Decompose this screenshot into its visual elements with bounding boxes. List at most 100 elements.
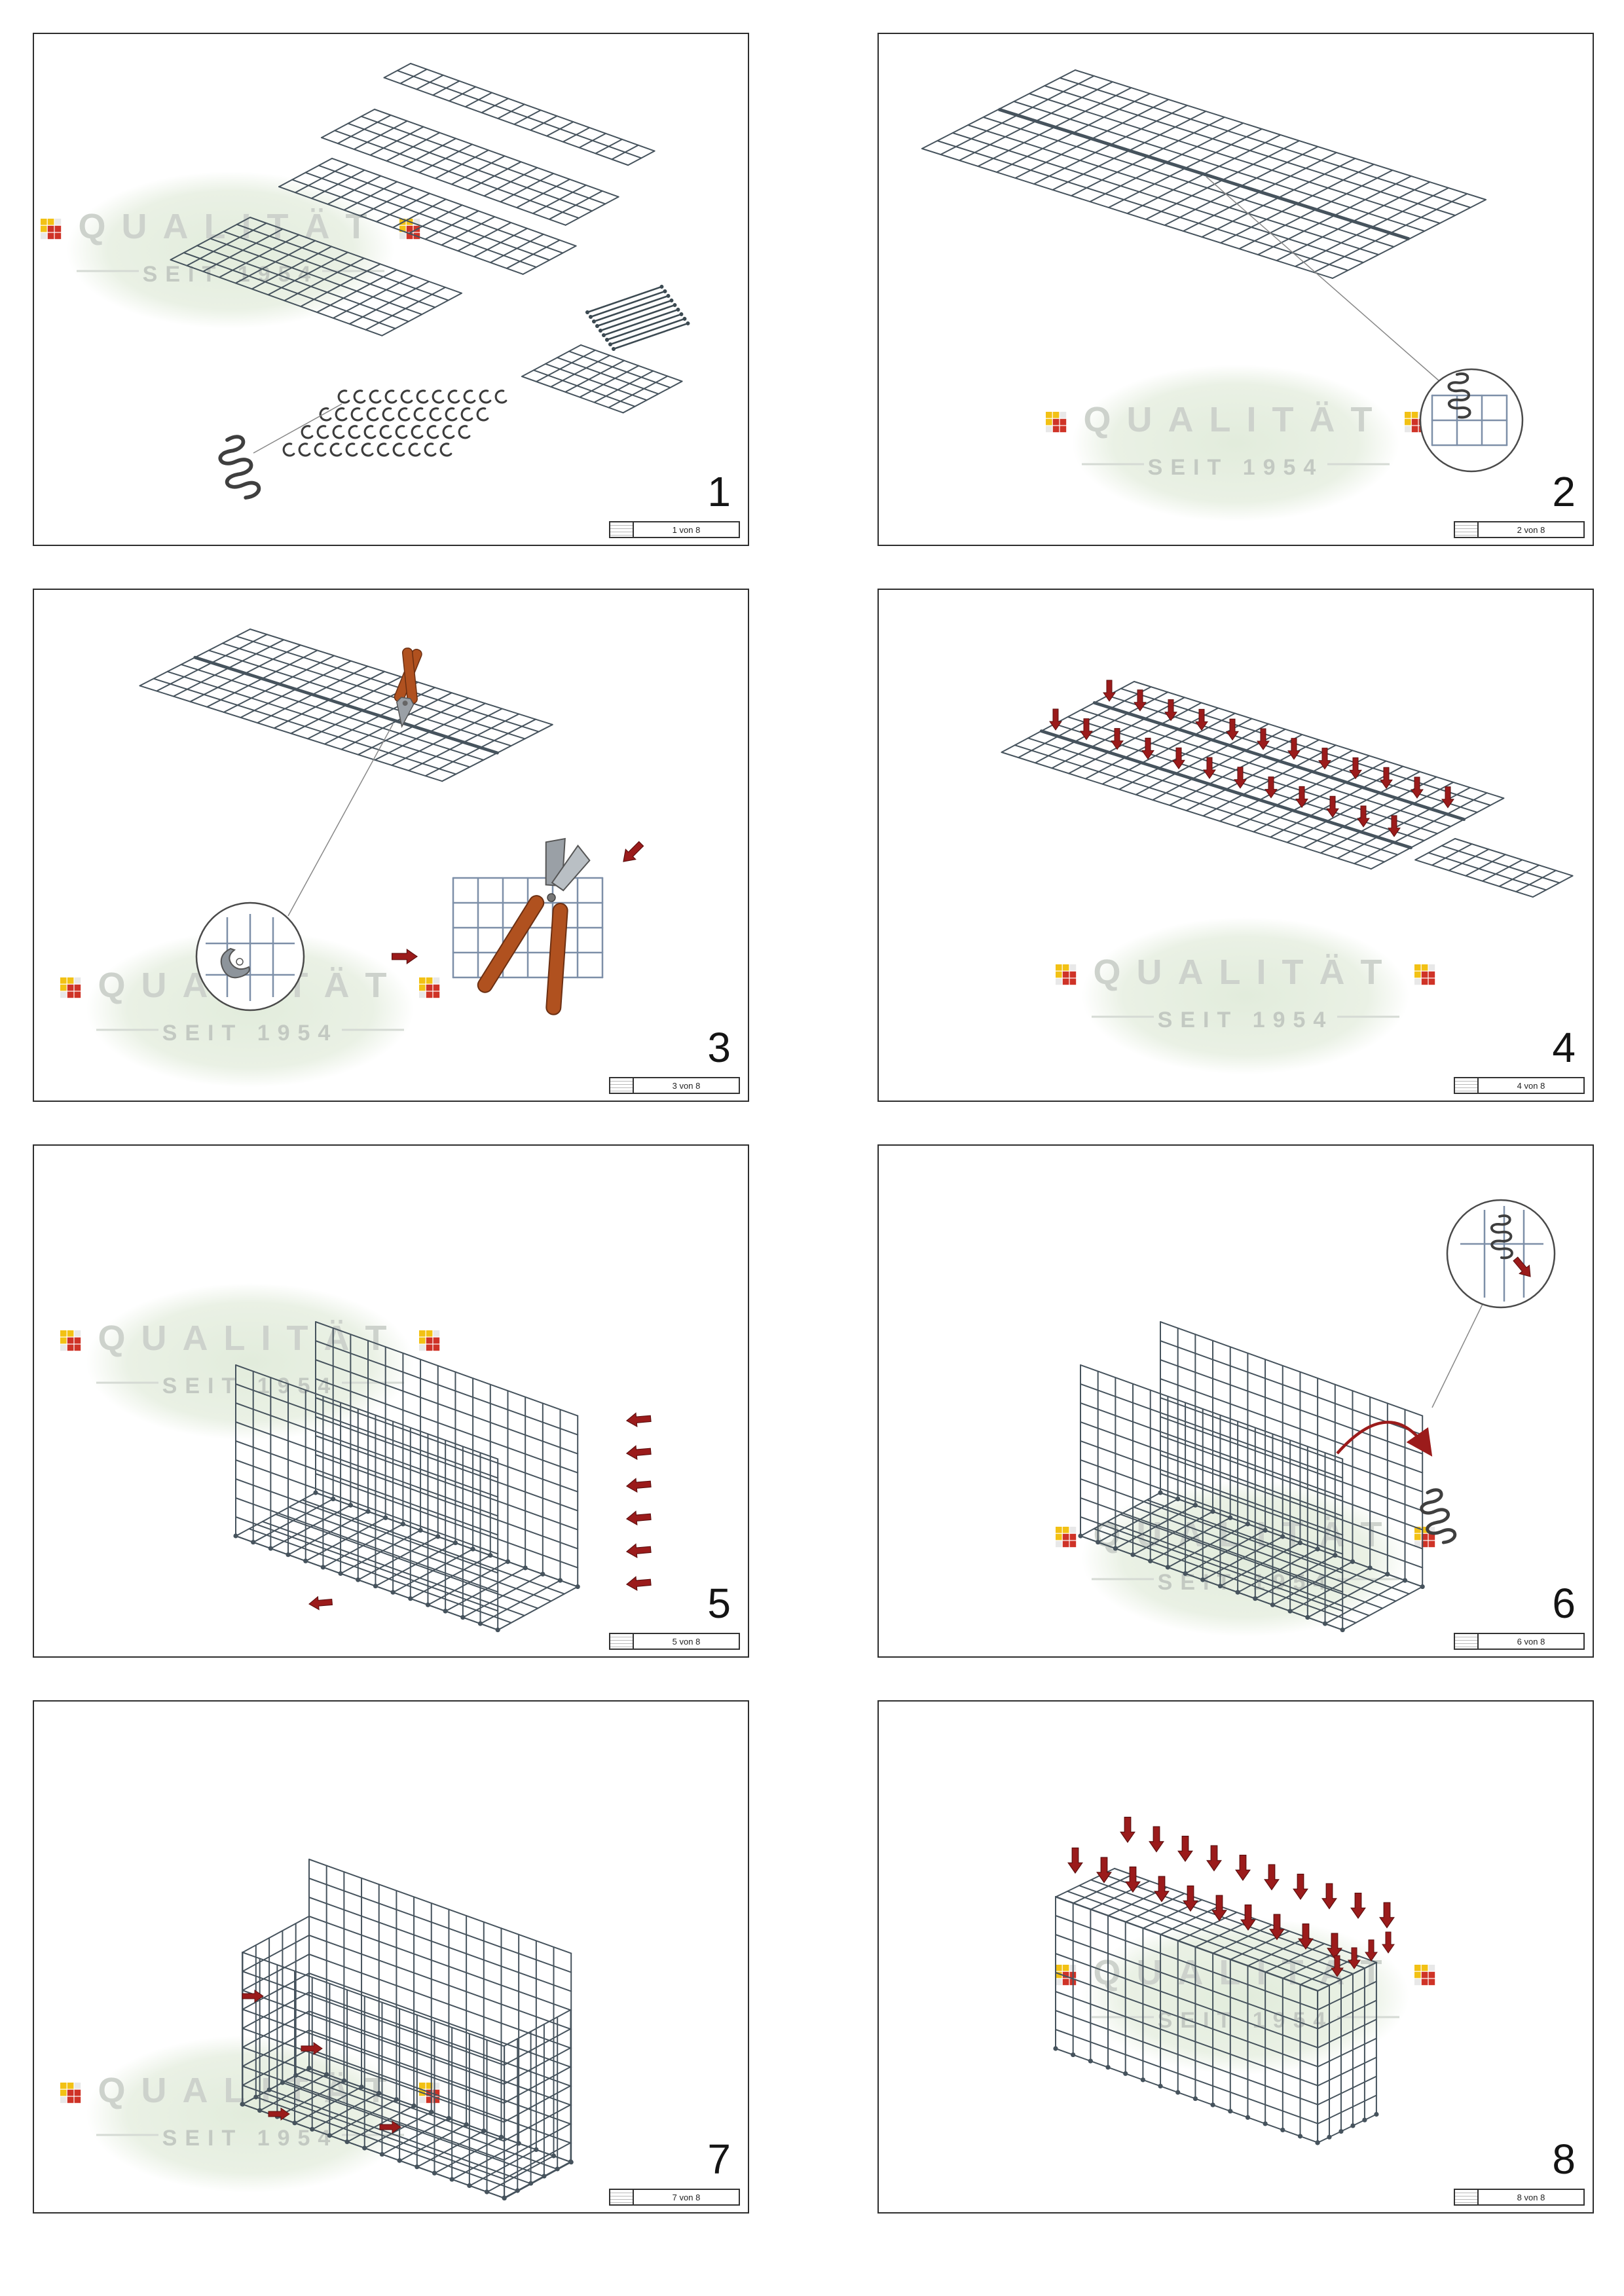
title-block: 8 von 8	[1454, 2189, 1585, 2206]
sheet-counter: 3 von 8	[672, 1080, 701, 1091]
title-block: 7 von 8	[609, 2189, 740, 2206]
panel-2: QUALITÄT SEIT 1954 2 2 von 8	[877, 33, 1594, 546]
mesh-upper	[998, 69, 1486, 240]
clip-tool	[220, 947, 250, 979]
watermark: QUALITÄT SEIT 1954	[1056, 917, 1435, 1074]
panel-5: QUALITÄT SEIT 1954 5 5 von 8	[33, 1144, 749, 1658]
svg-text:SEIT 1954: SEIT 1954	[143, 262, 319, 287]
panel-number: 2	[1552, 468, 1576, 515]
svg-text:SEIT 1954: SEIT 1954	[1158, 2008, 1334, 2033]
mesh-panel-c	[278, 158, 577, 275]
leader-line	[287, 723, 394, 917]
svg-text:QUALITÄT: QUALITÄT	[1084, 400, 1388, 439]
rotation-arrow	[1336, 1421, 1433, 1457]
rod-bundle	[583, 283, 692, 353]
leader-line	[253, 403, 342, 454]
watermark: QUALITÄT SEIT 1954	[41, 172, 420, 329]
panel-4: QUALITÄT SEIT 1954 4 4 von 8	[877, 589, 1594, 1102]
mesh-lid-strip	[383, 63, 655, 166]
side-strip	[1414, 838, 1574, 898]
spiral-seam	[998, 107, 1410, 241]
sheet-counter: 4 von 8	[1517, 1080, 1545, 1091]
sheet-counter: 1 von 8	[672, 524, 701, 535]
title-block-logo	[1455, 2190, 1479, 2204]
panel-7: QUALITÄT SEIT 1954 7 7 von 8	[33, 1700, 749, 2214]
arrow-column	[625, 1411, 652, 1592]
spiral-detail	[215, 434, 260, 501]
panel-1: QUALITÄT SEIT 1954 1 1 von 8	[33, 33, 749, 546]
title-block-logo	[1455, 1634, 1479, 1649]
title-block-logo	[610, 2190, 634, 2204]
svg-text:SEIT 1954: SEIT 1954	[162, 2126, 339, 2151]
mesh-lower	[921, 109, 1410, 279]
title-block: 4 von 8	[1454, 1077, 1585, 1094]
watermark: QUALITÄT SEIT 1954	[1046, 365, 1426, 522]
panel-6: QUALITÄT SEIT 1954	[877, 1144, 1594, 1658]
clip-rows	[281, 389, 507, 458]
panel-number: 3	[707, 1024, 731, 1071]
scene-7: QUALITÄT SEIT 1954	[60, 1859, 574, 2201]
panel-8: QUALITÄT SEIT 1954 8 8 von 8	[877, 1700, 1594, 2214]
panel-number: 1	[707, 468, 731, 515]
arrow-row-top	[1120, 1817, 1395, 1929]
mesh-small	[521, 344, 683, 414]
title-block-logo	[610, 1634, 634, 1649]
panel-number: 5	[707, 1580, 731, 1627]
svg-text:QUALITÄT: QUALITÄT	[1094, 953, 1398, 992]
watermark: QUALITÄT SEIT 1954	[60, 1283, 440, 1440]
right-end-face	[1315, 1961, 1379, 2145]
svg-text:SEIT 1954: SEIT 1954	[162, 1021, 339, 1046]
svg-text:SEIT 1954: SEIT 1954	[1158, 1008, 1334, 1032]
pliers-large	[477, 837, 591, 1015]
panel-number: 4	[1552, 1024, 1576, 1071]
detail-circle	[1446, 1199, 1556, 1309]
sheet-counter: 5 von 8	[672, 1636, 701, 1647]
sheet-counter: 8 von 8	[1517, 2192, 1545, 2202]
title-block: 6 von 8	[1454, 1633, 1585, 1650]
panel-number: 8	[1552, 2136, 1576, 2183]
svg-text:QUALITÄT: QUALITÄT	[98, 1319, 403, 1358]
back-wall	[313, 1321, 580, 1590]
detail-wires	[1460, 1206, 1543, 1302]
svg-text:SEIT 1954: SEIT 1954	[162, 1374, 339, 1398]
scene-8: QUALITÄT SEIT 1954	[1053, 1817, 1435, 2145]
title-block-logo	[1455, 522, 1479, 537]
scene-6: QUALITÄT SEIT 1954	[1056, 1199, 1556, 1637]
arrow-right	[391, 949, 418, 964]
scene-4: QUALITÄT SEIT 1954	[1001, 680, 1574, 1074]
scene-1: QUALITÄT SEIT 1954	[41, 63, 692, 545]
panel-grid: QUALITÄT SEIT 1954 1 1 von 8	[33, 33, 1594, 2214]
detail-circle	[195, 902, 305, 1011]
right-end-wall	[502, 2009, 574, 2200]
panel-number: 6	[1552, 1580, 1576, 1627]
svg-text:QUALITÄT: QUALITÄT	[1094, 1953, 1398, 1992]
title-block-logo	[610, 522, 634, 537]
arrow-left	[308, 1595, 333, 1611]
clip-tool-hole	[236, 958, 244, 966]
svg-text:QUALITÄT: QUALITÄT	[98, 2071, 403, 2110]
pliers-small	[394, 647, 422, 728]
scene-5: QUALITÄT SEIT 1954	[60, 1283, 652, 1633]
sheet-counter: 6 von 8	[1517, 1636, 1545, 1647]
mesh-panel-b	[321, 109, 619, 226]
front-wall	[1078, 1364, 1345, 1633]
watermark: QUALITÄT SEIT 1954	[1056, 1480, 1435, 1637]
scene-3: QUALITÄT SEIT 1954	[60, 629, 647, 1087]
mesh-sheet	[139, 629, 553, 782]
scene-2: QUALITÄT SEIT 1954	[921, 69, 1524, 522]
front-wall	[233, 1364, 500, 1633]
panel-3: QUALITÄT SEIT 1954	[33, 589, 749, 1102]
front-face	[1053, 1896, 1320, 2145]
svg-text:QUALITÄT: QUALITÄT	[79, 207, 383, 246]
title-block-logo	[610, 1078, 634, 1093]
arrow-down-left	[618, 838, 647, 867]
svg-text:SEIT 1954: SEIT 1954	[1148, 455, 1324, 480]
base-mesh	[235, 1492, 579, 1631]
sheet-counter: 2 von 8	[1517, 524, 1545, 535]
leader-line	[1206, 176, 1440, 382]
title-block: 5 von 8	[609, 1633, 740, 1650]
title-block: 3 von 8	[609, 1077, 740, 1094]
leader-line	[1431, 1303, 1483, 1408]
title-block: 1 von 8	[609, 521, 740, 538]
